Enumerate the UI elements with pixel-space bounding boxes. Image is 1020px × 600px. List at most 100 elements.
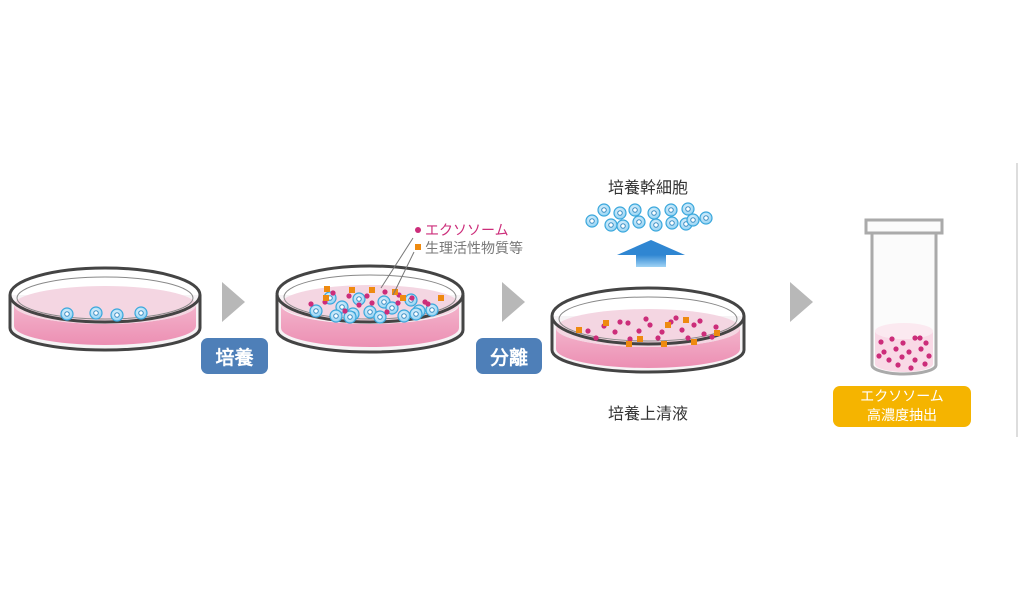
chevron-right-icon [222, 282, 245, 322]
supernatant-dish [550, 286, 746, 374]
exosome-dot [926, 353, 932, 359]
exosome-dot [395, 300, 401, 306]
cell-nucleus [381, 299, 387, 305]
exosome-dot [685, 335, 691, 341]
cell-nucleus [632, 207, 638, 213]
bioactive-square [683, 317, 689, 323]
exosome-dot [691, 322, 697, 328]
exosome-dot [881, 349, 887, 355]
exosome-dot [899, 354, 905, 360]
exosome-particles-dish-2 [308, 286, 444, 315]
cell-nucleus [651, 210, 657, 216]
exosome-dot [655, 335, 661, 341]
chevron-right-icon [790, 282, 813, 322]
exosome-dot [308, 301, 314, 307]
cell-nucleus [356, 296, 362, 302]
exosome-dot [912, 335, 918, 341]
bioactive-square [661, 341, 667, 347]
exosome-dot [701, 331, 707, 337]
cell-nucleus [377, 314, 383, 320]
exosome-dot [900, 340, 906, 346]
bioactive-square [323, 295, 329, 301]
cell-nucleus [608, 222, 614, 228]
arrow-up-icon [617, 240, 685, 267]
exosome-dot [636, 328, 642, 334]
exosome-dot [346, 293, 352, 299]
bioactive-square [349, 287, 355, 293]
exosome-dot [382, 289, 388, 295]
cell-nucleus [64, 311, 70, 317]
bioactive-square [324, 286, 330, 292]
exosome-dot [356, 302, 362, 308]
exosome-dot [893, 346, 899, 352]
exosome-dot [384, 309, 390, 315]
exosome-extraction-badge: エクソソーム 高濃度抽出 [833, 386, 971, 427]
exosome-dot [625, 320, 631, 326]
exosome-legend-dot [415, 227, 421, 233]
stem-cells-label: 培養幹細胞 [608, 178, 689, 197]
chevron-right-icon [502, 282, 525, 322]
cell-nucleus [620, 223, 626, 229]
culture-dish-1 [8, 266, 202, 352]
cell-nucleus [703, 215, 709, 221]
exosome-dot [659, 329, 665, 335]
exosome-dot [918, 346, 924, 352]
cell-nucleus [653, 222, 659, 228]
bioactive-square [576, 327, 582, 333]
cell-nucleus [339, 304, 345, 310]
exosome-dot [647, 322, 653, 328]
cell-nucleus [138, 310, 144, 316]
exosome-dot [369, 300, 375, 306]
exosome-dot [679, 327, 685, 333]
stem-cells-in-dish-2 [309, 291, 439, 324]
bioactive-square [369, 287, 375, 293]
exosome-vial [864, 218, 944, 376]
exosome-dot [922, 361, 928, 367]
cell-nucleus [367, 309, 373, 315]
exosome-dot [643, 316, 649, 322]
exosome-dot [889, 336, 895, 342]
cell-nucleus [389, 305, 395, 311]
separation-step-label: 分離 [489, 346, 528, 369]
legend-exosome-label: エクソソーム [425, 223, 509, 239]
bioactive-legend-square [415, 244, 421, 250]
cell-nucleus [636, 219, 642, 225]
exosome-dot [886, 357, 892, 363]
exosome-dot [673, 315, 679, 321]
exosome-dot [627, 336, 633, 342]
cell-nucleus [685, 206, 691, 212]
exosome-dot [697, 318, 703, 324]
cell-nucleus [114, 312, 120, 318]
exosome-dot [585, 328, 591, 334]
exosome-dot [422, 299, 428, 305]
cell-nucleus [347, 314, 353, 320]
exosome-dot [923, 340, 929, 346]
bioactive-square [665, 322, 671, 328]
exosome-dot [908, 365, 914, 371]
separated-stem-cells [585, 202, 713, 233]
exosome-dot [409, 295, 415, 301]
leader-line-exosome [380, 237, 414, 289]
result-line-1: エクソソーム [860, 389, 944, 405]
exosome-dot [912, 357, 918, 363]
stem-cells-in-dish-1 [60, 306, 148, 322]
exosome-dot [906, 349, 912, 355]
cell-nucleus [617, 210, 623, 216]
cell-nucleus [413, 311, 419, 317]
culture-step-label: 培養 [215, 346, 254, 369]
legend-bioactive-label: 生理活性物質等 [425, 240, 523, 257]
exosome-dot [330, 290, 336, 296]
supernatant-label: 培養上清液 [608, 404, 689, 423]
exosome-dot [878, 339, 884, 345]
exosome-dot [713, 324, 719, 330]
bioactive-square [438, 295, 444, 301]
bioactive-square [637, 336, 643, 342]
exosome-dot [876, 353, 882, 359]
cell-nucleus [669, 220, 675, 226]
exosome-dot [612, 329, 618, 335]
bioactive-square [626, 341, 632, 347]
cell-nucleus [690, 217, 696, 223]
exosome-particles-dish-3 [576, 315, 720, 347]
exosome-dot [364, 293, 370, 299]
